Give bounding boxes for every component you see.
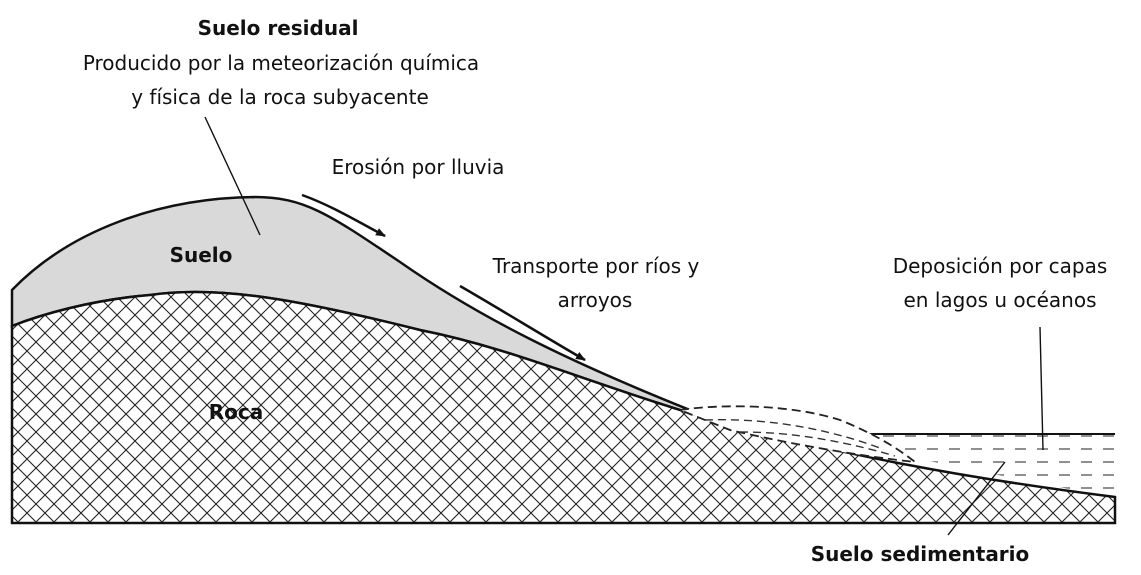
deposition-label-line2: en lagos u océanos <box>903 288 1096 312</box>
residual-soil-title: Suelo residual <box>198 16 359 40</box>
deposition-pointer <box>1039 326 1044 451</box>
sedimentary-pointer <box>947 461 1006 536</box>
transport-label-line2: arroyos <box>558 288 633 312</box>
sedimentary-layer-2 <box>739 431 896 457</box>
water-body <box>860 434 1115 497</box>
transport-label-line1: Transporte por ríos y <box>492 254 700 278</box>
erosion-label: Erosión por lluvia <box>332 155 505 179</box>
rock-layer <box>10 290 1117 525</box>
erosion-arrow <box>301 193 386 238</box>
residual-soil-desc-line2: y física de la roca subyacente <box>131 85 429 109</box>
deposition-label-line1: Deposición por capas <box>893 254 1108 278</box>
sedimentary-soil-label: Suelo sedimentario <box>811 542 1030 566</box>
rock-label: Roca <box>209 400 264 424</box>
residual-soil-desc-line1: Producido por la meteorización química <box>83 51 479 75</box>
soil-label: Suelo <box>170 243 233 267</box>
transport-arrow <box>459 284 586 362</box>
residual-soil-pointer <box>204 116 261 236</box>
sedimentary-layer-1 <box>704 419 881 449</box>
